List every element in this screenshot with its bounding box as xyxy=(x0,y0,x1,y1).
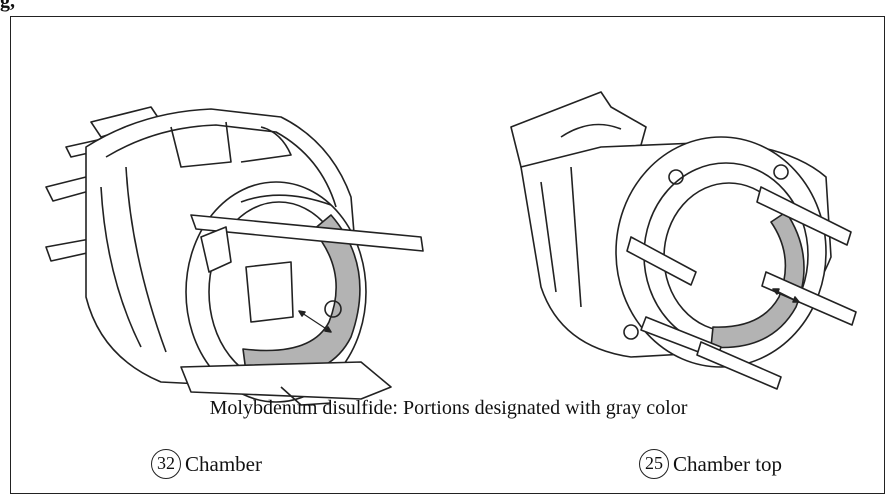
part-name: Chamber top xyxy=(673,451,783,476)
chamber-drawing xyxy=(45,106,424,406)
figure-frame: Molybdenum disulfide: Portions designate… xyxy=(10,16,885,494)
figure-tag: g, xyxy=(0,0,15,12)
part-number-circle: 32 xyxy=(151,449,181,479)
part-name: Chamber xyxy=(185,451,262,476)
chamber-top-drawing xyxy=(510,91,857,390)
figure-caption: Molybdenum disulfide: Portions designate… xyxy=(209,397,688,419)
part-label-chamber: 32 Chamber xyxy=(151,449,262,479)
part-label-chamber-top: 25 Chamber top xyxy=(639,449,782,479)
part-number-circle: 25 xyxy=(639,449,669,479)
